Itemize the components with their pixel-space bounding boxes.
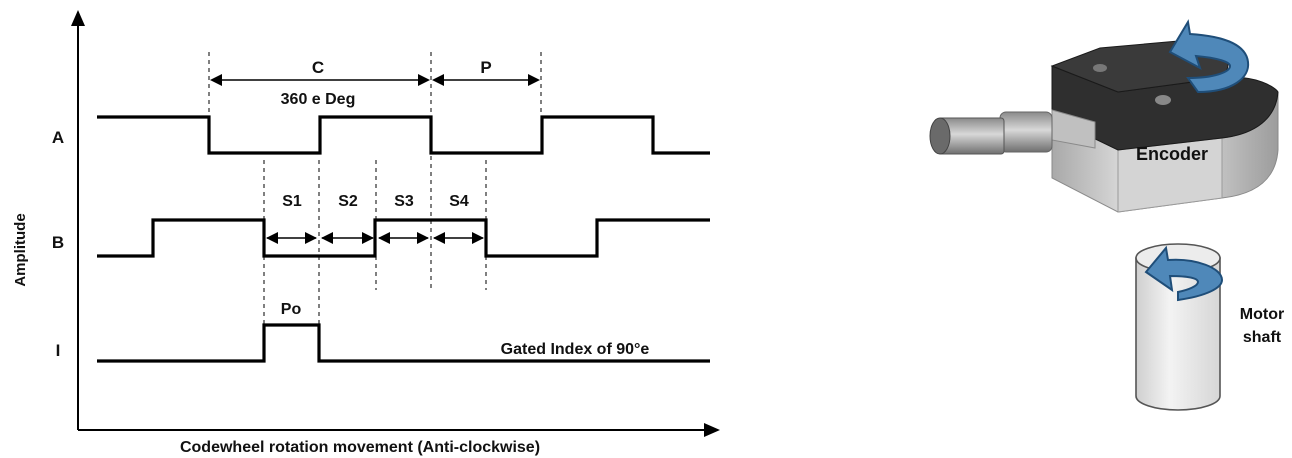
shaft-collar <box>999 111 1053 153</box>
channel-i-waveform <box>97 323 710 363</box>
state-s1-label: S1 <box>282 193 302 210</box>
encoder-label: Encoder <box>1136 144 1208 164</box>
state-arrows <box>266 232 484 244</box>
pulse-label: P <box>480 58 491 77</box>
cycle-label: C <box>312 58 324 77</box>
channel-i-label: I <box>56 341 61 360</box>
channel-a-waveform <box>97 115 710 155</box>
shaft-rotation-arrow-icon <box>1144 245 1224 302</box>
shaft-label: shaft <box>1243 329 1282 346</box>
channel-a-label: A <box>52 128 64 147</box>
channel-b-label: B <box>52 233 64 252</box>
mounting-hole <box>1155 95 1171 105</box>
x-axis-arrowhead <box>704 423 720 437</box>
encoder-illustration: Encoder Motor shaft <box>929 19 1284 411</box>
state-s3-label: S3 <box>394 193 414 210</box>
arrowhead <box>418 74 430 86</box>
channel-b-waveform <box>97 218 710 258</box>
state-s2-label: S2 <box>338 193 358 210</box>
state-s4-label: S4 <box>449 193 469 210</box>
shaft-end <box>929 117 951 155</box>
arrowhead <box>528 74 540 86</box>
encoder-rotation-arrow-icon <box>1168 19 1250 94</box>
arrowhead <box>210 74 222 86</box>
index-pulse-label: Po <box>281 301 302 318</box>
x-axis-label: Codewheel rotation movement (Anti-clockw… <box>180 439 540 456</box>
cycle-degrees-label: 360 e Deg <box>281 91 356 108</box>
arrowhead <box>432 74 444 86</box>
timing-diagram: C 360 e Deg P A B I Amplitude Codewheel … <box>12 10 720 456</box>
y-axis-arrowhead <box>71 10 85 26</box>
mounting-hole <box>1093 64 1107 72</box>
motor-label: Motor <box>1240 306 1284 323</box>
gated-index-note: Gated Index of 90°e <box>501 341 650 358</box>
y-axis-label: Amplitude <box>12 213 29 286</box>
